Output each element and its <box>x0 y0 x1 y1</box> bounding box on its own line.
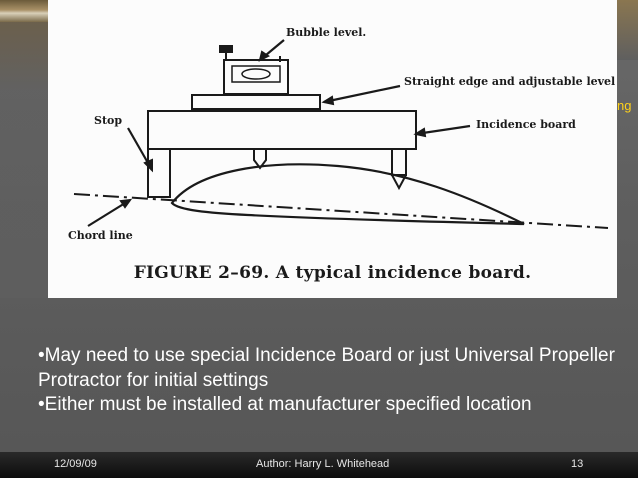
bullet-item: •Either must be installed at manufacture… <box>38 394 532 415</box>
figure-caption: FIGURE 2–69. A typical incidence board. <box>133 263 532 283</box>
slide-footer: 12/09/09 Author: Harry L. Whitehead 13 <box>0 452 638 478</box>
incidence-board-label: Incidence board <box>476 118 576 131</box>
right-decor-strip <box>617 0 638 60</box>
bubble-level-shape <box>223 59 289 95</box>
bullet-item: •May need to use special Incidence Board… <box>38 345 615 391</box>
chord-line-label: Chord line <box>68 229 133 242</box>
side-text-fragment: ng <box>617 98 632 113</box>
bubble-level-label: Bubble level. <box>286 26 367 39</box>
stop-shape <box>147 148 171 198</box>
footer-page-number: 13 <box>571 458 584 470</box>
airfoil-shape <box>170 163 525 226</box>
incidence-board-figure: Bubble level. Straight edge and adjustab… <box>48 0 617 298</box>
left-decor-strip <box>0 22 48 298</box>
chord-line-shape <box>73 193 609 229</box>
straight-edge-shape <box>191 94 321 110</box>
footer-author: Author: Harry L. Whitehead <box>256 458 390 470</box>
corner-photo <box>0 0 48 22</box>
footer-date: 12/09/09 <box>54 458 97 470</box>
straight-edge-label: Straight edge and adjustable level <box>404 75 616 88</box>
incidence-board-shape <box>147 110 417 150</box>
incidence-board-drawing <box>73 39 609 229</box>
bullet-list: •May need to use special Incidence Board… <box>38 344 618 418</box>
stop-label: Stop <box>94 114 123 127</box>
